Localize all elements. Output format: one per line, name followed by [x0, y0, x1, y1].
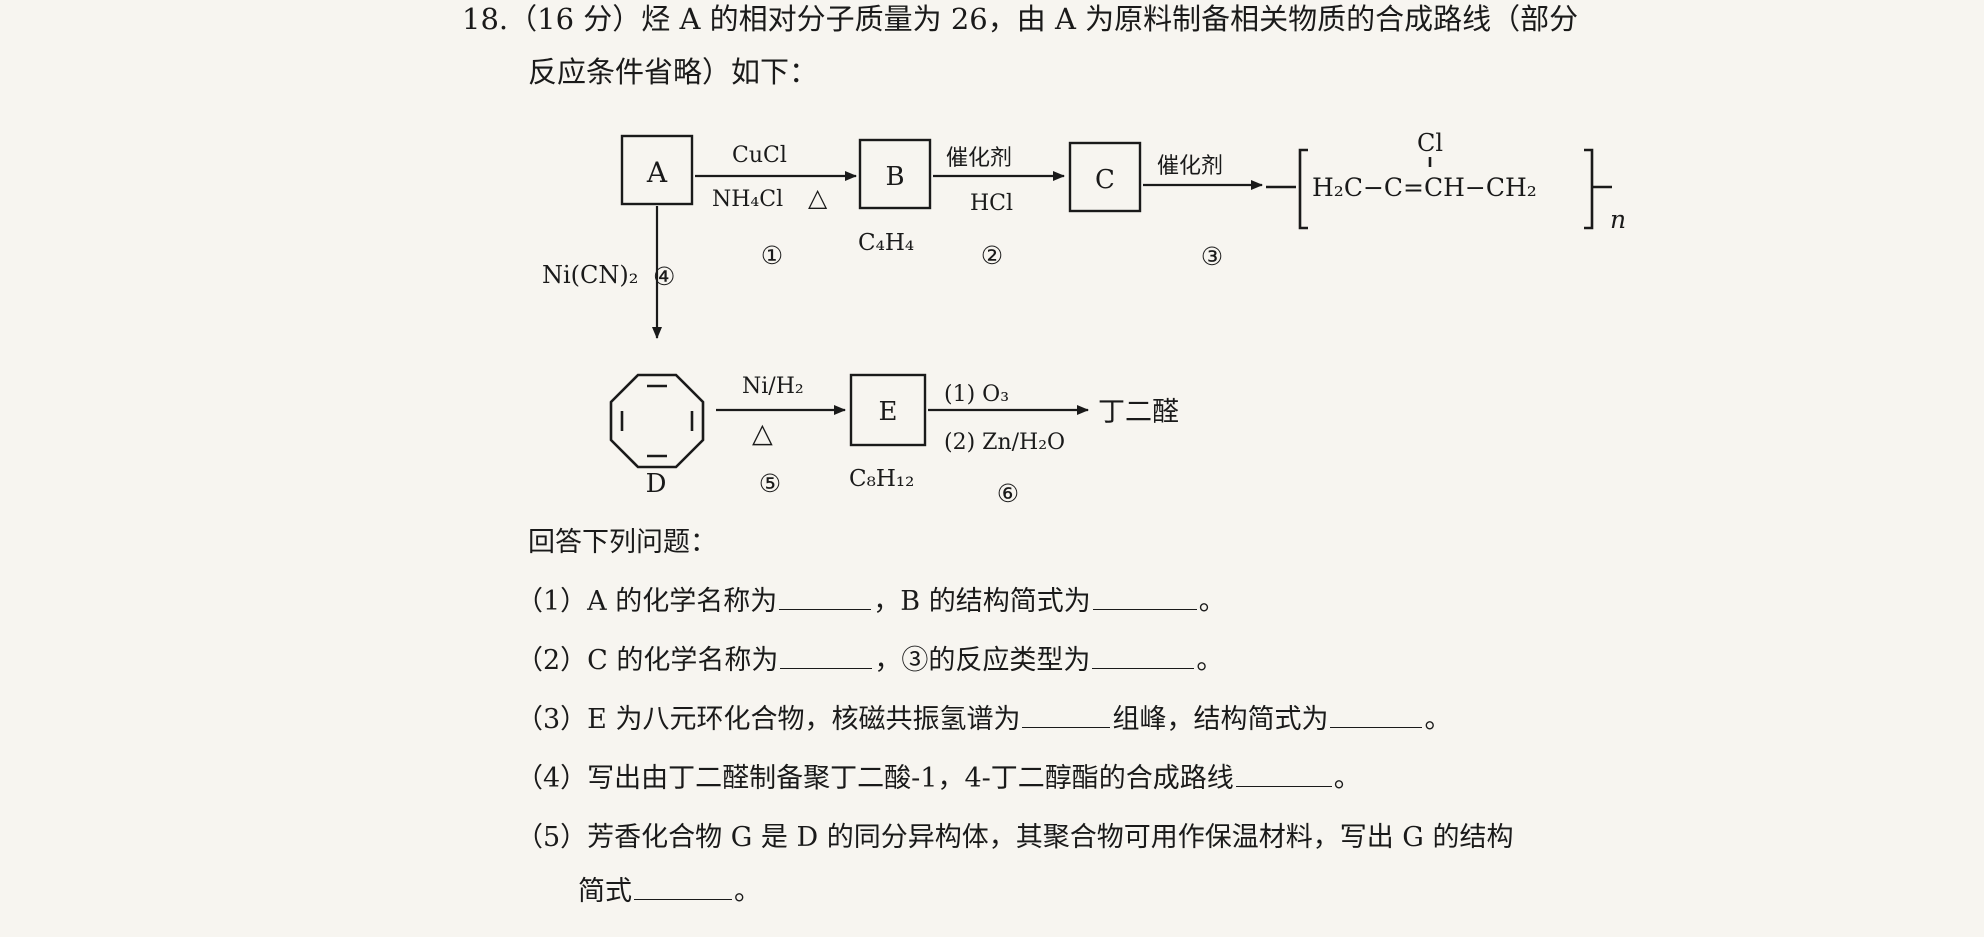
compound-c-label: C — [1095, 165, 1115, 195]
question-5-part-c: 。 — [734, 876, 761, 907]
answer-blank-1a[interactable] — [779, 587, 872, 610]
step5-heat-symbol: △ — [752, 418, 773, 449]
step2-number: ② — [981, 241, 1003, 270]
polymer-repeat-n: n — [1610, 205, 1626, 234]
polymer-chlorine: Cl — [1417, 129, 1443, 157]
question-1-part-c: 。 — [1198, 586, 1226, 617]
polymer-chain: H₂C−C=CH−CH₂ — [1312, 173, 1537, 202]
question-1: （1）A 的化学名称为 ，B 的结构简式为 。 — [516, 585, 1226, 619]
answer-blank-1b[interactable] — [1092, 587, 1197, 610]
question-1-part-a: （1）A 的化学名称为 — [516, 586, 778, 617]
answer-blank-2a[interactable] — [780, 646, 873, 669]
step2-reagent-top: 催化剂 — [946, 146, 1012, 171]
answer-blank-3a[interactable] — [1022, 705, 1111, 728]
question-2-part-b: ，③的反应类型为 — [874, 645, 1091, 676]
question-3-part-b: 组峰，结构简式为 — [1112, 704, 1329, 735]
question-stem-line2: 反应条件省略）如下： — [528, 55, 819, 89]
step6-number: ⑥ — [997, 479, 1019, 508]
step2-reagent-bottom: HCl — [970, 191, 1013, 216]
answer-blank-2b[interactable] — [1092, 646, 1195, 669]
question-1-part-b: ，B 的结构简式为 — [873, 586, 1091, 617]
compound-b-label: B — [885, 162, 904, 192]
step5-number: ⑤ — [759, 469, 781, 498]
step3-number: ③ — [1201, 242, 1223, 271]
answer-blank-5[interactable] — [634, 877, 732, 900]
step3-reagent-top: 催化剂 — [1157, 154, 1223, 179]
question-2: （2）C 的化学名称为 ，③的反应类型为 。 — [516, 644, 1223, 678]
step1-reagent-bottom: NH₄Cl — [712, 187, 783, 212]
compound-b-box — [858, 138, 932, 210]
compound-a-box — [620, 134, 694, 206]
compound-a-label: A — [646, 156, 668, 189]
question-3-part-c: 。 — [1424, 704, 1452, 735]
compound-e-formula: C₈H₁₂ — [849, 466, 914, 492]
product-butanedial: 丁二醛 — [1098, 397, 1179, 428]
step6-reagent-top: (1) O₃ — [944, 382, 1009, 407]
question-2-part-a: （2）C 的化学名称为 — [516, 645, 779, 676]
question-5-line1: （5）芳香化合物 G 是 D 的同分异构体，其聚合物可用作保温材料，写出 G 的… — [516, 822, 1514, 853]
question-4: （4）写出由丁二醛制备聚丁二酸-1，4-丁二醇酯的合成路线 。 — [516, 762, 1361, 796]
question-stem-line1: 18.（16 分）烃 A 的相对分子质量为 26，由 A 为原料制备相关物质的合… — [462, 2, 1579, 36]
question-2-part-c: 。 — [1196, 645, 1224, 676]
step1-heat-symbol: △ — [808, 183, 828, 212]
compound-d-label: D — [646, 469, 667, 499]
polymer-structure: H₂C−C=CH−CH₂ Cl n — [1266, 129, 1626, 234]
synthesis-scheme: A CuCl NH₄Cl △ ① B C₄H₄ 催化剂 HCl ② C 催化剂 … — [542, 129, 1626, 508]
question-5-part-b: 简式 — [578, 876, 632, 907]
step5-reagent-top: Ni/H₂ — [742, 374, 804, 399]
step6-reagent-bottom: (2) Zn/H₂O — [944, 430, 1065, 455]
step1-number: ① — [761, 241, 783, 270]
compound-d-structure — [609, 373, 705, 469]
answer-intro: 回答下列问题： — [528, 527, 717, 558]
step4-reagent: Ni(CN)₂ — [542, 261, 638, 289]
compound-e-label: E — [879, 397, 898, 427]
question-3: （3）E 为八元环化合物，核磁共振氢谱为 组峰，结构简式为 。 — [516, 703, 1451, 737]
compound-b-formula: C₄H₄ — [858, 230, 914, 256]
question-5-line2: 简式 。 — [578, 875, 761, 909]
step4-number: ④ — [653, 262, 675, 291]
question-4-part-b: 。 — [1333, 763, 1361, 794]
answer-blank-3b[interactable] — [1330, 705, 1423, 728]
question-3-part-a: （3）E 为八元环化合物，核磁共振氢谱为 — [516, 704, 1021, 735]
step1-reagent-top: CuCl — [732, 143, 787, 168]
compound-c-box — [1068, 141, 1142, 213]
compound-e-box — [849, 373, 927, 447]
question-4-part-a: （4）写出由丁二醛制备聚丁二酸-1，4-丁二醇酯的合成路线 — [516, 763, 1234, 794]
answer-blank-4[interactable] — [1235, 764, 1332, 787]
